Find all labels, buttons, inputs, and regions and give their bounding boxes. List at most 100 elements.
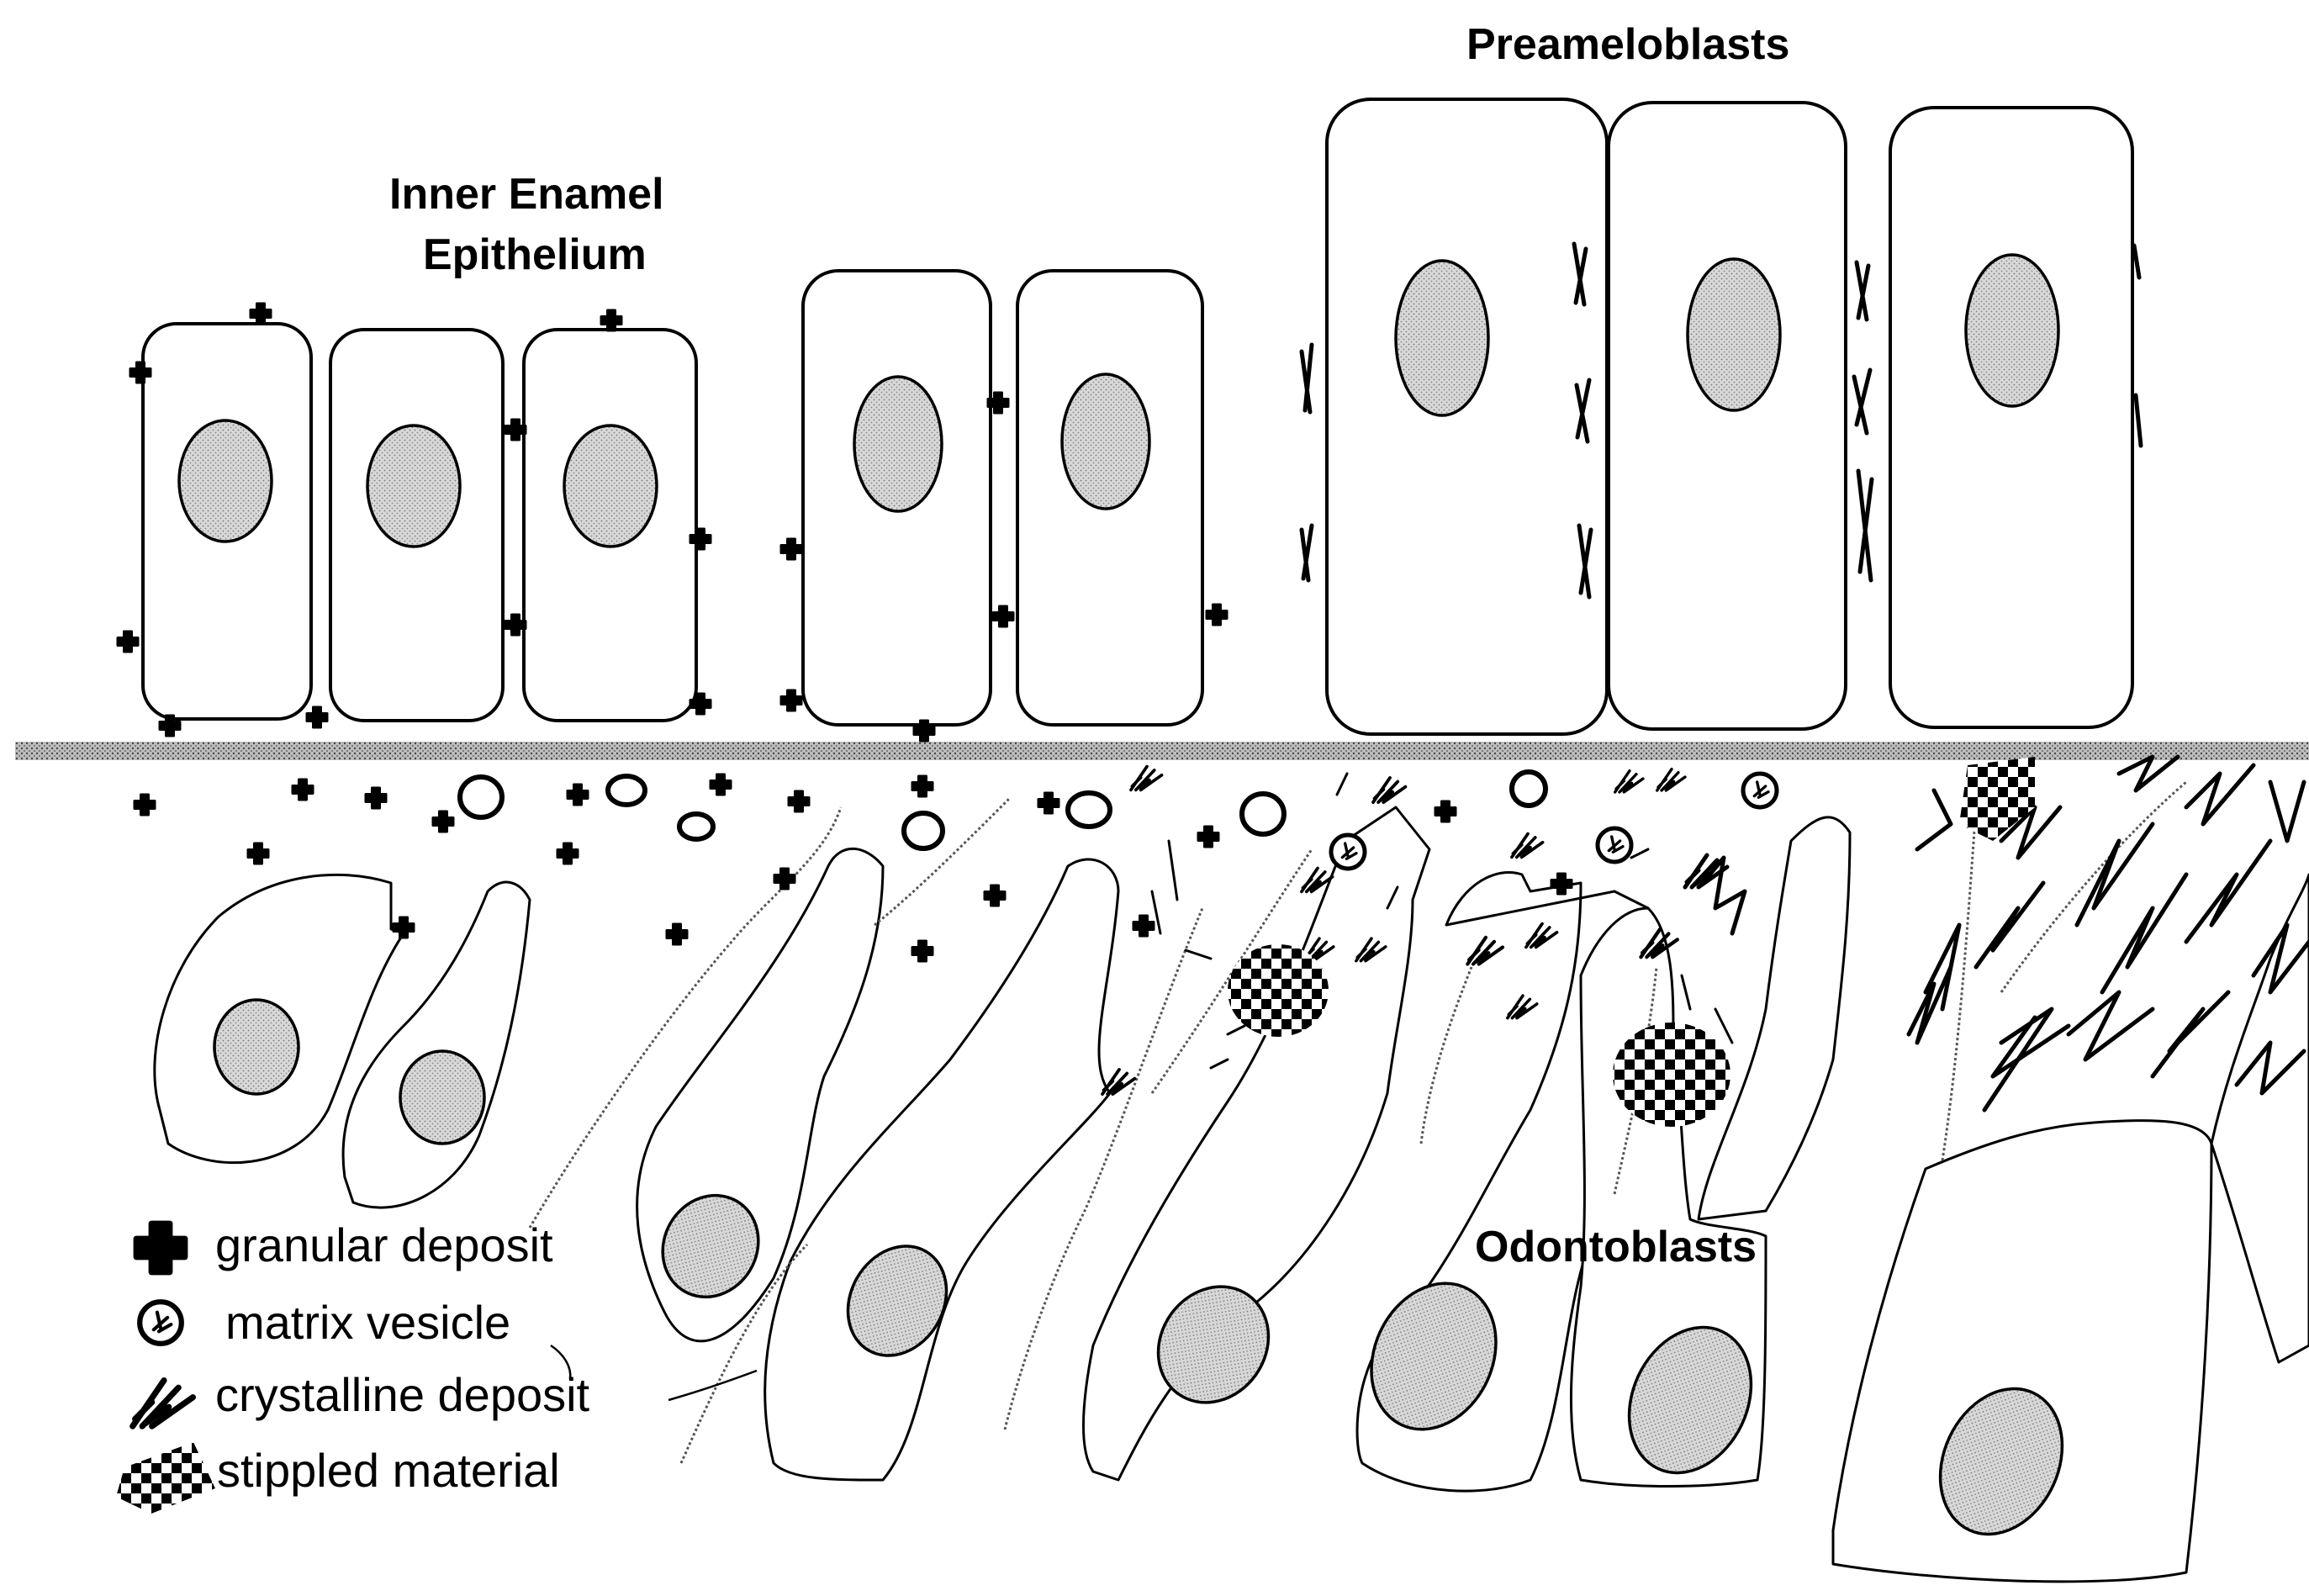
odontoblast-cell [2211,875,2309,1362]
crystalline-deposit-mark [1657,769,1685,790]
vesicle-mark [460,777,502,817]
inner-enamel-epithelium-group [143,271,1202,725]
granular-deposit-mark [667,924,687,944]
preameloblast-cell [1890,108,2132,727]
fiber-mark [2186,765,2254,824]
odontoblast-process [874,799,1009,925]
matrix-vesicle-mark [1743,774,1777,807]
granular-deposit-mark [248,843,268,864]
crystalline-deposit-icon [133,1381,193,1426]
matrix-vesicle-icon [140,1302,182,1344]
preameloblasts-group [1327,99,2132,734]
granular-deposit-mark [711,774,731,795]
cell-nucleus [1966,255,2058,406]
granular-deposit-mark [135,795,155,815]
label-inner-enamel-line2: Epithelium [423,230,647,279]
legend-text: granular deposit [215,1218,553,1271]
vesicle-mark [1512,772,1545,806]
crystalline-deposit-mark [1467,938,1503,964]
odontoblast-process [1421,967,1472,1144]
granular-deposit-mark [1038,793,1059,813]
cell-nucleus [1396,261,1488,415]
crystal-cluster [1857,262,1868,320]
fiber-mark [1152,841,1177,933]
legend-text: stippled material [217,1444,560,1497]
stippled-material-patch [1613,1023,1730,1127]
vesicle-mark [679,814,713,839]
granular-deposit-mark [781,539,801,559]
crystalline-deposit-mark [1526,924,1557,948]
granular-deposit-icon [136,1223,185,1272]
cell-nucleus [1062,374,1149,509]
crystalline-deposit-mark [1508,996,1537,1018]
granular-deposit-mark [118,632,138,652]
granular-deposit-mark [307,707,327,727]
granular-deposit-mark [366,788,386,808]
vesicle-mark [1242,794,1284,834]
granular-deposit-mark [912,776,933,796]
vesicle-mark [1068,793,1110,827]
cell-nucleus [1688,259,1780,410]
fiber-mark [2119,757,2178,790]
granular-deposit-mark [568,785,588,805]
granular-deposit-mark [912,941,933,961]
granular-deposit-mark [601,310,621,330]
cell-nucleus [564,425,657,547]
preameloblast-cell [1609,103,1846,729]
fiber-mark [1631,849,1648,858]
crystal-cluster [1302,345,1312,412]
fiber-mark [1917,790,1951,849]
crystalline-deposit-mark [1615,771,1643,792]
granular-deposit-mark [1133,916,1154,936]
fiber-mark [1984,1017,2035,1110]
granular-deposit-mark [1198,827,1218,847]
fiber-mark [2270,782,2304,841]
granular-deposit-mark [1435,801,1456,822]
fiber-mark [1976,883,2043,967]
preameloblast-cell [1327,99,1607,734]
fiber-mark [2077,824,2153,925]
crystal-cluster [1302,526,1312,580]
crystalline-deposit-mark [1131,767,1162,790]
crystal-cluster [2136,395,2141,446]
legend-text: crystalline deposit [215,1368,590,1421]
crystalline-deposit-mark [1373,778,1405,802]
cell-nucleus [214,1000,299,1094]
granular-deposit-mark [293,780,313,800]
crystal-cluster [1858,471,1872,580]
label-inner-enamel-line1: Inner Enamel [389,170,664,219]
granular-deposit-mark [993,606,1013,626]
crystal-cluster [2134,246,2139,277]
vesicle-mark [904,813,943,848]
granular-deposit-mark [1207,605,1227,625]
crystalline-deposit-mark [1512,834,1543,858]
cell-nucleus [854,377,942,511]
cell-nucleus [179,420,272,542]
matrix-vesicle-mark [1331,835,1365,869]
granular-deposit-mark [557,843,578,864]
granular-deposit-mark [985,885,1005,906]
legend-text: matrix vesicle [225,1296,510,1349]
fiber-mark [2153,992,2228,1076]
matrix-vesicle-mark [1598,828,1631,862]
granular-deposit-mark [774,869,795,889]
granular-deposit-mark [251,304,271,324]
label-odontoblasts: Odontoblasts [1475,1223,1757,1271]
fiber-mark [2102,875,2186,992]
stippled-material-icon [116,1442,215,1514]
stippled-material-patch [1228,944,1329,1037]
granular-deposit-mark [789,791,809,811]
leader-line [668,1371,757,1400]
cell-nucleus [367,425,460,547]
granular-deposit-mark [781,690,801,711]
stippled-material-patch [1959,757,2035,841]
granular-deposit-mark [433,811,453,832]
vesicle-mark [608,776,645,805]
label-preameloblasts: Preameloblasts [1466,20,1789,69]
basement-membrane [15,742,2309,760]
crystal-cluster [1854,370,1870,433]
fiber-mark [2186,841,2270,942]
fiber-mark [1211,1026,1244,1068]
fiber-mark [2069,992,2153,1060]
